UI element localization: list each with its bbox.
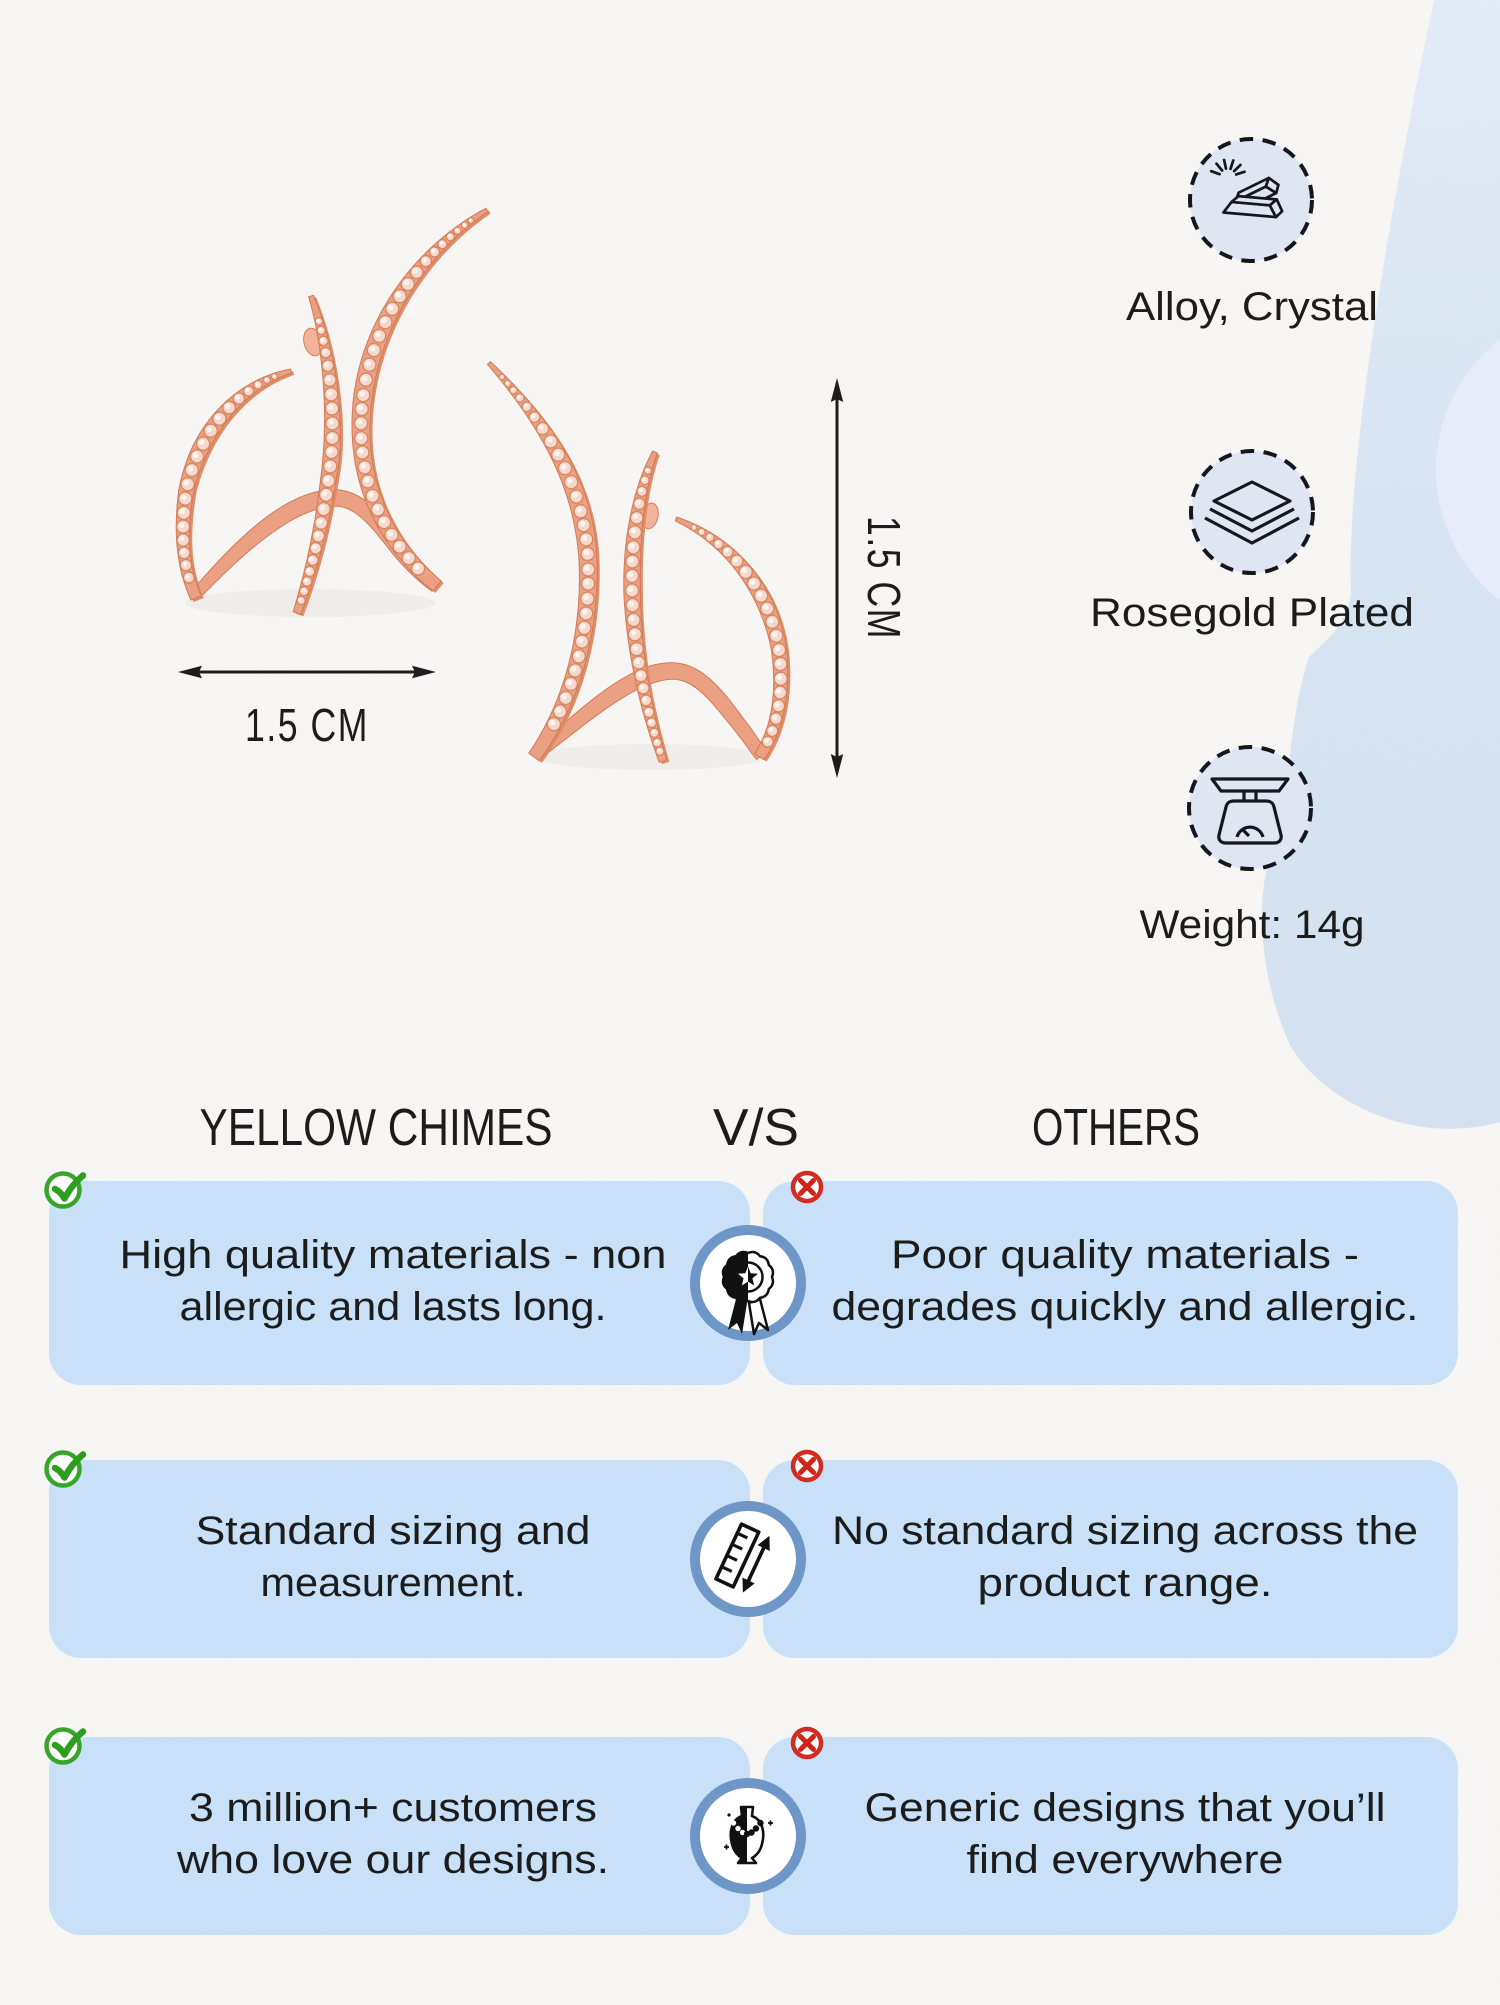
svg-text:Standard sizing and: Standard sizing and bbox=[196, 1509, 591, 1553]
svg-text:Generic designs that you’ll: Generic designs that you’ll bbox=[865, 1786, 1386, 1830]
svg-text:V/S: V/S bbox=[713, 1099, 799, 1157]
svg-text:degrades quickly and allergic.: degrades quickly and allergic. bbox=[832, 1285, 1419, 1329]
svg-text:measurement.: measurement. bbox=[261, 1561, 526, 1605]
svg-text:Weight: 14g: Weight: 14g bbox=[1140, 903, 1365, 947]
svg-text:1.5 CM: 1.5 CM bbox=[245, 699, 369, 751]
svg-text:Poor quality materials -: Poor quality materials - bbox=[891, 1233, 1359, 1277]
svg-text:Alloy, Crystal: Alloy, Crystal bbox=[1126, 285, 1378, 329]
svg-text:High quality materials - non: High quality materials - non bbox=[120, 1233, 667, 1277]
svg-text:Rosegold Plated: Rosegold Plated bbox=[1090, 591, 1414, 635]
svg-text:3 million+ customers: 3 million+ customers bbox=[189, 1786, 597, 1830]
svg-text:find everywhere: find everywhere bbox=[967, 1838, 1284, 1882]
svg-text:who love our designs.: who love our designs. bbox=[176, 1838, 609, 1882]
svg-text:YELLOW CHIMES: YELLOW CHIMES bbox=[200, 1099, 553, 1157]
svg-text:OTHERS: OTHERS bbox=[1032, 1099, 1200, 1157]
svg-text:allergic and lasts long.: allergic and lasts long. bbox=[180, 1285, 607, 1329]
svg-text:No standard sizing across the: No standard sizing across the bbox=[832, 1509, 1418, 1553]
svg-text:product range.: product range. bbox=[978, 1561, 1273, 1605]
svg-text:1.5 CM: 1.5 CM bbox=[858, 516, 910, 640]
